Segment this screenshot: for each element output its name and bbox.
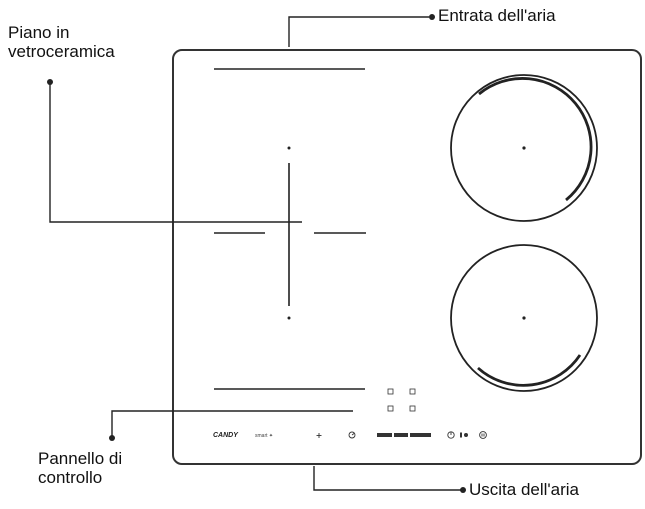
model-mark: smart ✦ (255, 433, 273, 439)
burner-top-arc (478, 77, 593, 202)
leader-control-panel (111, 410, 214, 438)
wifi-icon[interactable] (460, 432, 468, 438)
zone-center-dot-top (287, 146, 291, 150)
burner-top-right (450, 74, 598, 222)
leader-dot-air-inlet (429, 14, 435, 20)
label-air-outlet: Uscita dell'aria (469, 480, 580, 499)
brand-logo: CANDY (213, 432, 239, 439)
label-control-panel-line2: controllo (38, 468, 103, 487)
burner-bottom-right (450, 244, 598, 392)
leader-air-outlet (313, 466, 462, 491)
label-control-panel-line1: Pannello di (38, 449, 123, 468)
power-icon[interactable] (447, 431, 455, 439)
leader-air-inlet (288, 16, 429, 47)
leader-dot-control-panel (109, 435, 115, 441)
zone-key-2[interactable] (409, 388, 416, 395)
pause-icon[interactable] (479, 431, 487, 439)
zone-key-1[interactable] (387, 388, 394, 395)
zone-key-4[interactable] (409, 405, 416, 412)
zone-key-3[interactable] (387, 405, 394, 412)
control-panel: CANDY smart ✦ (213, 388, 487, 439)
label-air-inlet: Entrata dell'aria (438, 6, 556, 25)
leader-lines (49, 16, 462, 491)
power-slider[interactable] (377, 433, 431, 437)
leader-glass-top (49, 82, 302, 223)
zone-center-dot-bottom (287, 316, 291, 320)
label-glass-top: Piano in vetroceramica (8, 23, 115, 61)
label-glass-top-line2: vetroceramica (8, 42, 115, 61)
leader-dot-air-outlet (460, 487, 466, 493)
label-control-panel: Pannello di controllo (38, 449, 122, 487)
lock-icon[interactable] (348, 431, 356, 439)
left-cooking-zone (214, 68, 366, 390)
zone-keys (387, 388, 416, 412)
label-glass-top-line1: Piano in (8, 23, 70, 42)
hob-outline (172, 49, 642, 465)
timer-icon[interactable] (316, 433, 322, 438)
leader-dot-glass-top (47, 79, 53, 85)
burner-bottom-arc (477, 354, 582, 387)
